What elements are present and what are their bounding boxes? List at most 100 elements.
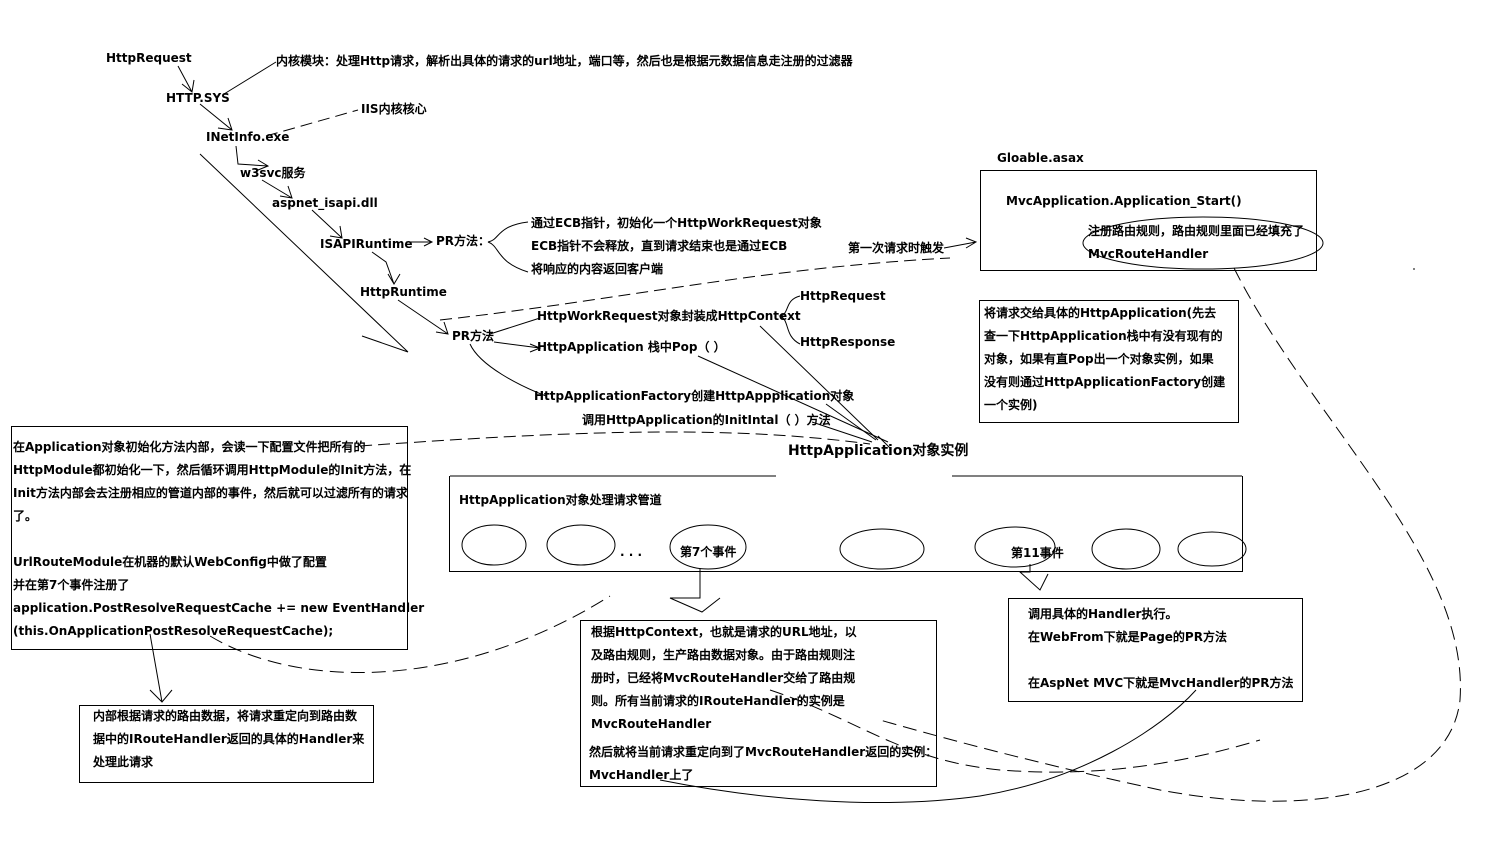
arrow-isapi-httpruntime — [371, 251, 401, 285]
label-app-factory: HttpApplicationFactory创建HttpAppplication… — [534, 389, 855, 403]
label-pr-method-2: PR方法 — [452, 329, 495, 343]
route-note-line: 及路由规则，生产路由数据对象。由于路由规则注 — [591, 648, 856, 662]
arrow-aspnet-isapi — [311, 209, 343, 239]
line-init-instance — [811, 421, 873, 443]
label-first-request: 第一次请求时触发 — [848, 241, 945, 255]
label-w3svc: w3svc服务 — [240, 166, 306, 180]
context-brace — [778, 295, 801, 345]
app-note-line: 一个实例) — [984, 398, 1038, 412]
handler-note-box — [1008, 598, 1303, 702]
route-note-box — [580, 620, 937, 787]
label-event11: 第11事件 — [1011, 546, 1064, 560]
line-module-event7 — [209, 595, 611, 673]
app-note-text: 将请求交给具体的HttpApplication(先去 查一下HttpApplic… — [984, 302, 1225, 417]
handler-note-text: 调用具体的Handler执行。 在WebFrom下就是Page的PR方法 在As… — [1028, 603, 1294, 695]
label-httprequest: HttpRequest — [106, 51, 192, 65]
module-note-box — [11, 426, 408, 650]
arrow-httpruntime-pr — [397, 299, 449, 335]
module-note-line: (this.OnApplicationPostResolveRequestCac… — [13, 624, 334, 638]
module-note-line: UrlRouteModule在机器的默认WebConfig中做了配置 — [13, 555, 327, 569]
handler-note-line: 调用具体的Handler执行。 — [1028, 607, 1178, 621]
line-pr-factory — [469, 343, 547, 397]
pipeline-event-1 — [461, 524, 527, 566]
route-rule-line: 注册路由规则，路由规则里面已经填充了 — [1088, 224, 1305, 238]
arrow-httpsys-inetinfo — [199, 103, 233, 131]
line-first-request — [943, 237, 978, 249]
label-kernel-note: 内核模块：处理Http请求，解析出具体的请求的url地址，端口等，然后也是根据元… — [276, 54, 853, 68]
label-app-instance: HttpApplication对象实例 — [788, 443, 969, 459]
label-aspnet-isapi: aspnet_isapi.dll — [272, 196, 378, 210]
handler-note-line: 在WebFrom下就是Page的PR方法 — [1028, 630, 1227, 644]
handler-note-line: 在AspNet MVC下就是MvcHandler的PR方法 — [1028, 676, 1294, 690]
ecb-note: 通过ECB指针，初始化一个HttpWorkRequest对象 ECB指针不会释放… — [531, 212, 822, 281]
label-init-call: 调用HttpApplication的InitIntal（ ）方法 — [582, 413, 831, 427]
module-note-line: 了。 — [13, 509, 38, 523]
route-note-line: 则。所有当前请求的IRouteHandler的实例是 — [591, 694, 845, 708]
line-route-handler — [769, 689, 1261, 773]
label-ctx-request: HttpRequest — [800, 289, 886, 303]
ecb-line: 通过ECB指针，初始化一个HttpWorkRequest对象 — [531, 216, 822, 230]
route-note-line: 根据HttpContext，也就是请求的URL地址，以 — [591, 625, 857, 639]
line-kernel-note — [223, 61, 277, 95]
redirect-note-line: 处理此请求 — [93, 755, 154, 769]
arrow-module-redirect — [149, 633, 173, 703]
label-event7: 第7个事件 — [680, 545, 737, 559]
module-note-line: 在Application对象初始化方法内部，会读一下配置文件把所有的 — [13, 440, 366, 454]
line-pr-wrap — [489, 317, 541, 335]
line-mvchandler — [659, 689, 1197, 804]
module-note-line — [13, 528, 424, 551]
globalasax-box — [980, 170, 1317, 271]
handler-note-line — [1028, 649, 1294, 672]
module-note-text: 在Application对象初始化方法内部，会读一下配置文件把所有的 HttpM… — [13, 436, 424, 643]
ecb-line: 将响应的内容返回客户端 — [531, 262, 664, 276]
route-note-redirect-line: 然后就将当前请求重定向到了MvcRouteHandler返回的实例： — [589, 745, 938, 759]
app-note-line: 没有则通过HttpApplicationFactory创建 — [984, 375, 1226, 389]
label-app-start: MvcApplication.Application_Start() — [1006, 194, 1242, 208]
module-note-line: 并在第7个事件注册了 — [13, 578, 130, 592]
line-module-instance — [359, 431, 871, 447]
line-pop-instance — [697, 355, 889, 443]
app-note-line: 对象，如果有直Pop出一个对象实例，如果 — [984, 352, 1214, 366]
route-rule-line: MvcRouteHandler — [1088, 247, 1209, 261]
app-note-box — [979, 300, 1239, 423]
arrow-event11-down — [1018, 564, 1049, 591]
redirect-note-line: 据中的IRouteHandler返回的具体的Handler来 — [93, 732, 365, 746]
line-wrap-instance — [759, 325, 879, 441]
label-globalasax: Gloable.asax — [997, 151, 1084, 165]
route-note-line: MvcRouteHandler — [591, 717, 712, 731]
ecb-brace — [487, 221, 529, 273]
module-note-line: HttpModule都初始化一下，然后循环调用HttpModule的Init方法… — [13, 463, 412, 477]
redirect-note-text: 内部根据请求的路由数据，将请求重定向到路由数 据中的IRouteHandler返… — [93, 705, 364, 774]
label-app-pop: HttpApplication 栈中Pop（ ） — [537, 340, 726, 354]
label-isapi-runtime: ISAPIRuntime — [320, 237, 413, 251]
pipeline-box — [449, 476, 1243, 572]
line-route-dashed — [879, 267, 1461, 802]
route-note-mvchandler-line: MvcHandler上了 — [589, 768, 694, 782]
ecb-line: ECB指针不会释放，直到请求结束也是通过ECB — [531, 239, 788, 253]
pipeline-event-11 — [974, 526, 1056, 568]
pipeline-event-12 — [1091, 528, 1161, 570]
arrow-isapi-pr — [406, 237, 434, 247]
route-note-text: 根据HttpContext，也就是请求的URL地址，以 及路由规则，生产路由数据… — [591, 621, 857, 736]
pipeline-event-2 — [546, 524, 616, 566]
label-httpruntime: HttpRuntime — [360, 285, 447, 299]
label-wrap-context: HttpWorkRequest对象封装成HttpContext — [537, 309, 801, 323]
arrow-long-diagonal — [199, 153, 409, 353]
label-pr-method-1: PR方法： — [436, 234, 491, 248]
route-note-line: 册时，已经将MvcRouteHandler交给了路由规 — [591, 671, 856, 685]
ellipse-route-rule — [1082, 216, 1324, 270]
line-note-instance — [877, 435, 891, 449]
arrow-inetinfo-w3svc — [235, 145, 270, 171]
redirect-note-line: 内部根据请求的路由数据，将请求重定向到路由数 — [93, 709, 358, 723]
line-iis-core — [265, 109, 359, 137]
label-iis-core: IIS内核核心 — [361, 102, 427, 116]
module-note-line: Init方法内部会去注册相应的管道内部的事件，然后就可以过滤所有的请求 — [13, 486, 408, 500]
label-httpsys: HTTP.SYS — [166, 91, 230, 105]
app-note-line: 将请求交给具体的HttpApplication(先去 — [984, 306, 1217, 320]
arrow-httprequest-httpsys — [177, 65, 195, 93]
line-first-request-dashed — [439, 257, 951, 321]
arrow-w3svc-aspnet — [261, 179, 293, 199]
line-factory-instance — [825, 403, 877, 441]
label-ctx-response: HttpResponse — [800, 335, 896, 349]
arrow-event7-down — [669, 568, 721, 613]
